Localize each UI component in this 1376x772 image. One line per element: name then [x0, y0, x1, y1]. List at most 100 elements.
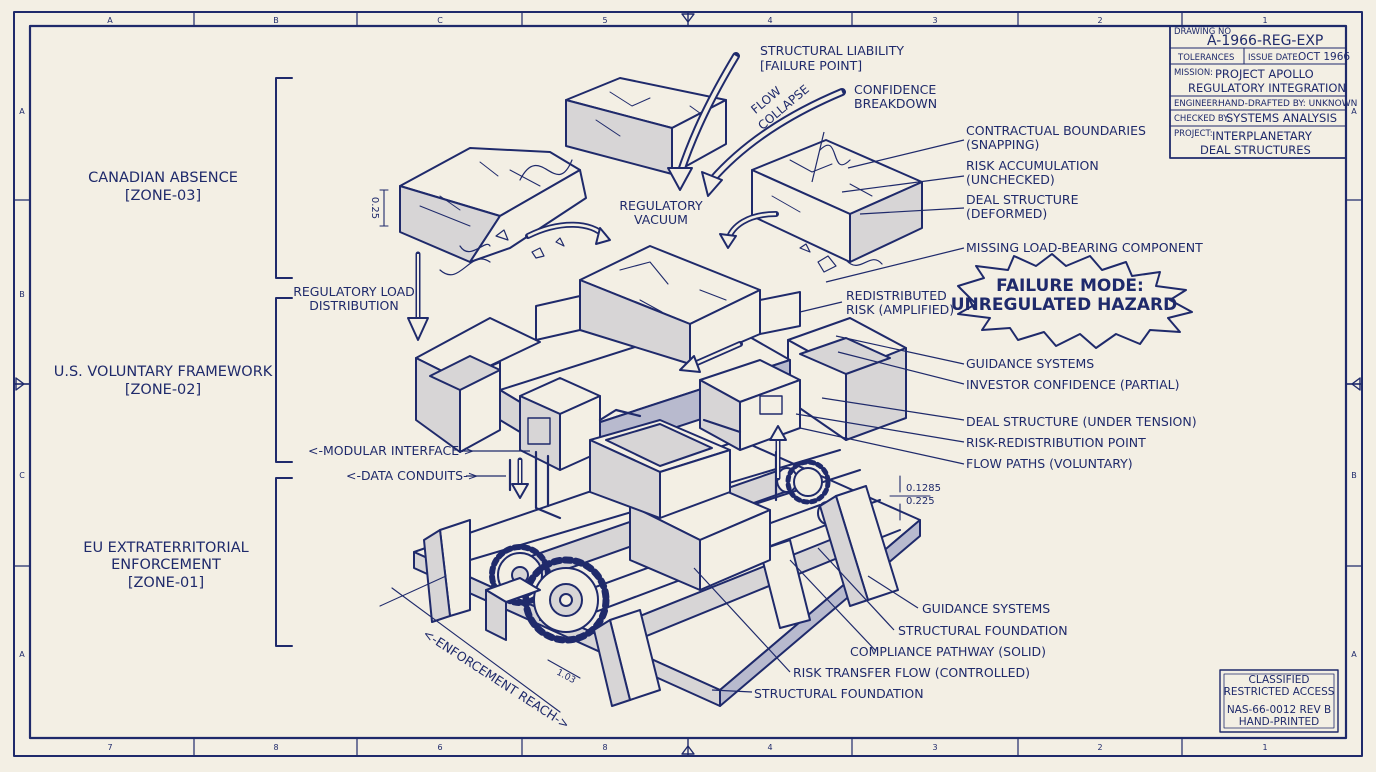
label-unchecked: (UNCHECKED) — [966, 172, 1055, 187]
project-line-2: DEAL STRUCTURES — [1200, 143, 1311, 157]
project-label: PROJECT: — [1174, 129, 1213, 139]
grid-label-top: A — [107, 16, 113, 25]
grid-label-bottom: 3 — [932, 743, 937, 752]
failure-mode-hazard: UNREGULATED HAZARD — [951, 295, 1177, 315]
zone-03-id: [ZONE-03] — [125, 188, 201, 204]
zone-brackets — [275, 77, 293, 647]
label-redistributed: REDISTRIBUTED — [846, 288, 947, 303]
annotation-labels: STRUCTURAL LIABILITY [FAILURE POINT] FLO… — [293, 43, 1203, 732]
grid-label-top: 1 — [1262, 16, 1267, 25]
label-risk-accumulation: RISK ACCUMULATION — [966, 158, 1099, 173]
drawing-number: A-1966-REG-EXP — [1207, 33, 1323, 49]
grid-label-left: A — [19, 107, 25, 116]
dimension-bottom: 0.225 — [906, 496, 935, 507]
label-guidance-systems-upper: GUIDANCE SYSTEMS — [966, 356, 1094, 371]
zone-01-subtitle: ENFORCEMENT — [111, 557, 221, 573]
grid-label-left: A — [19, 650, 25, 659]
label-confidence: CONFIDENCE — [854, 82, 936, 97]
label-breakdown: BREAKDOWN — [854, 96, 937, 111]
zone-02-title: U.S. VOLUNTARY FRAMEWORK — [54, 364, 273, 380]
label-failure-point: [FAILURE POINT] — [760, 58, 862, 73]
label-structural-foundation-bottom: STRUCTURAL FOUNDATION — [754, 686, 924, 701]
grid-label-top: 4 — [767, 16, 772, 25]
label-flow-paths: FLOW PATHS (VOLUNTARY) — [966, 456, 1133, 471]
label-vacuum: VACUUM — [634, 212, 688, 227]
grid-label-bottom: 8 — [602, 743, 607, 752]
zone-01-title: EU EXTRATERRITORIAL — [83, 540, 248, 556]
label-structural-liability: STRUCTURAL LIABILITY — [760, 43, 904, 58]
grid-label-top: B — [273, 16, 279, 25]
stamp-restricted: RESTRICTED ACCESS — [1224, 686, 1335, 698]
grid-label-bottom: 2 — [1097, 743, 1102, 752]
label-enforcement-reach: <-ENFORCEMENT REACH-> — [420, 626, 572, 732]
grid-label-right: B — [1351, 471, 1357, 480]
grid-label-top: 3 — [932, 16, 937, 25]
label-regulatory: REGULATORY — [619, 198, 703, 213]
label-snapping: (SNAPPING) — [966, 137, 1039, 152]
failure-mode-title: FAILURE MODE: — [996, 276, 1144, 296]
zone-01-id: [ZONE-01] — [128, 575, 204, 591]
label-missing-load-bearing: MISSING LOAD-BEARING COMPONENT — [966, 240, 1203, 255]
stamp-reference: NAS-66-0012 REV B — [1227, 704, 1331, 716]
classified-stamp: CLASSIFIED RESTRICTED ACCESS NAS-66-0012… — [1219, 669, 1339, 733]
label-deal-under-tension: DEAL STRUCTURE (UNDER TENSION) — [966, 414, 1197, 429]
engineer: HAND-DRAFTED BY: UNKNOWN — [1218, 99, 1357, 109]
grid-label-bottom: 6 — [437, 743, 442, 752]
grid-label-bottom: 4 — [767, 743, 772, 752]
mission-label: MISSION: — [1174, 68, 1213, 78]
label-data-conduits: <-DATA CONDUITS-> — [346, 468, 478, 483]
checked-by-label: CHECKED BY: — [1174, 114, 1230, 124]
project-line-1: INTERPLANETARY — [1212, 129, 1313, 143]
zone-03-title: CANADIAN ABSENCE — [88, 170, 238, 186]
centering-marks — [13, 11, 1363, 757]
gear-icon — [785, 459, 831, 505]
label-investor-confidence: INVESTOR CONFIDENCE (PARTIAL) — [966, 377, 1179, 392]
grid-label-left: C — [19, 471, 25, 480]
dimension-small: 1.03 — [555, 668, 577, 686]
grid-label-right: A — [1351, 107, 1357, 116]
label-compliance-pathway: COMPLIANCE PATHWAY (SOLID) — [850, 644, 1046, 659]
canadian-absence-structure — [399, 52, 923, 365]
grid-label-top: 2 — [1097, 16, 1102, 25]
label-risk-redistribution-point: RISK-REDISTRIBUTION POINT — [966, 435, 1146, 450]
dimension-left: 0.25 — [369, 197, 380, 219]
label-deformed: (DEFORMED) — [966, 206, 1047, 221]
issue-date-label: ISSUE DATE: — [1248, 53, 1301, 63]
grid-label-right: A — [1351, 650, 1357, 659]
eu-enforcement-machine — [413, 439, 921, 707]
label-regulatory-load: REGULATORY LOAD — [293, 284, 415, 299]
grid-label-left: B — [19, 290, 25, 299]
stamp-hand-printed: HAND-PRINTED — [1239, 716, 1320, 728]
label-contractual-boundaries: CONTRACTUAL BOUNDARIES — [966, 123, 1146, 138]
grid-label-top: 5 — [602, 16, 607, 25]
label-distribution: DISTRIBUTION — [309, 298, 399, 313]
engineer-label: ENGINEER: — [1174, 99, 1220, 109]
label-risk-transfer-flow: RISK TRANSFER FLOW (CONTROLLED) — [793, 665, 1030, 680]
title-block: DRAWING NO A-1966-REG-EXP TOLERANCES ISS… — [1169, 25, 1357, 159]
mission-line-2: REGULATORY INTEGRATION — [1188, 81, 1346, 95]
grid-label-bottom: 1 — [1262, 743, 1267, 752]
gear-icon — [522, 556, 610, 644]
zone-02-id: [ZONE-02] — [125, 382, 201, 398]
issue-date: OCT 1966 — [1298, 51, 1350, 63]
label-guidance-systems-lower: GUIDANCE SYSTEMS — [922, 601, 1050, 616]
label-deal-structure: DEAL STRUCTURE — [966, 192, 1079, 207]
stamp-classified: CLASSIFIED — [1249, 674, 1310, 686]
drawing-number-label: DRAWING NO — [1174, 27, 1231, 37]
label-risk-amplified: RISK (AMPLIFIED) — [846, 302, 954, 317]
grid-label-bottom: 8 — [273, 743, 278, 752]
border-grid-labels: A B C 5 4 3 2 1 7 8 6 8 4 3 2 1 A B C A … — [19, 16, 1357, 752]
zone-labels: CANADIAN ABSENCE [ZONE-03] U.S. VOLUNTAR… — [54, 170, 273, 591]
mission-line-1: PROJECT APOLLO — [1215, 67, 1314, 81]
down-arrow-icon — [407, 251, 429, 341]
grid-label-bottom: 7 — [107, 743, 112, 752]
redistribution-arrows — [511, 341, 787, 499]
dimension-top: 0.1285 — [906, 483, 941, 494]
label-structural-foundation: STRUCTURAL FOUNDATION — [898, 623, 1068, 638]
dimension-marks — [379, 189, 931, 713]
tolerances-label: TOLERANCES — [1177, 53, 1234, 63]
checked-by: SYSTEMS ANALYSIS — [1226, 111, 1337, 125]
leader-lines — [458, 131, 965, 693]
